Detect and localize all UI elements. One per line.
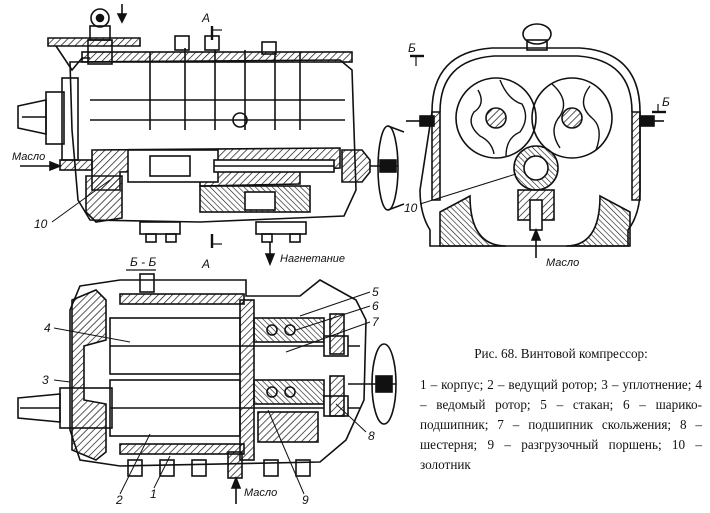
section-bb-label: Б - Б [130, 255, 156, 269]
discharge-label: Нагнетание [280, 253, 345, 265]
figure-caption: Рис. 68. Винтовой компрессор: 1 – корпус… [420, 344, 702, 475]
caption-legend: 1 – корпус; 2 – ведущий ротор; 3 – уплот… [420, 377, 702, 472]
part-number-7: 7 [372, 315, 380, 329]
cross-section-view [406, 23, 666, 258]
section-a-bottom-label: А [201, 257, 210, 271]
oil-inlet-label-left: Масло [12, 151, 45, 163]
caption-title: Рис. 68. Винтовой компрессор: [474, 346, 648, 361]
part-number-10-right: 10 [404, 201, 418, 215]
section-a-top-label: А [201, 11, 210, 25]
part-number-8: 8 [368, 429, 375, 443]
side-view [17, 4, 405, 267]
section-b-right-label: Б [662, 95, 670, 109]
part-number-9: 9 [302, 493, 309, 507]
part-number-1: 1 [150, 487, 157, 501]
part-number-2: 2 [115, 493, 123, 507]
part-number-10-left: 10 [34, 217, 48, 231]
part-number-4: 4 [44, 321, 51, 335]
part-number-6: 6 [372, 299, 379, 313]
oil-inlet-label-bottom: Масло [244, 487, 277, 499]
part-number-5: 5 [372, 285, 379, 299]
section-bb-view [17, 269, 397, 504]
part-number-3: 3 [42, 373, 49, 387]
oil-inlet-label-right: Масло [546, 257, 579, 269]
section-b-left-label: Б [408, 41, 416, 55]
